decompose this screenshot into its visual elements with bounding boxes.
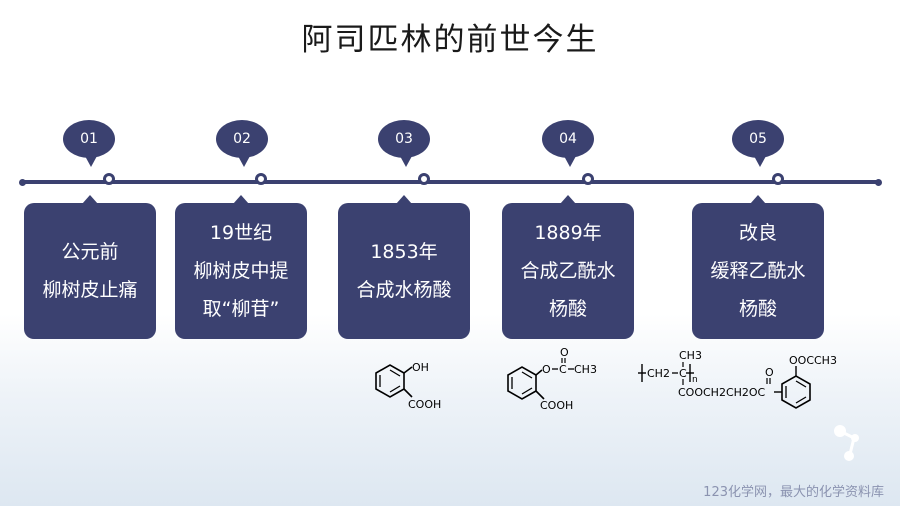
timeline-node-2 (255, 173, 267, 185)
card-line: 1889年 (534, 222, 602, 244)
methylene-label: CH2 (647, 367, 670, 380)
salicylic-acid-structure: OH COOH (375, 361, 441, 411)
card-line: 公元前 (61, 241, 119, 263)
card-line: 改良 (738, 222, 777, 244)
card-line: 柳树皮止痛 (42, 279, 138, 301)
acetoxy-label: OOCCH3 (789, 354, 837, 367)
quaternary-carbon-label: C (679, 367, 687, 380)
milestone-number-5: 05 (732, 120, 784, 167)
card-line: 缓释乙酰水 (710, 260, 806, 282)
card-line: 1853年 (370, 241, 438, 263)
timeline-node-3 (418, 173, 430, 185)
milestone-card-3: 1853年 合成水杨酸 (338, 195, 470, 339)
sustained-release-aspirin-structure: CH2 C CH3 n COOCH2CH2OC O OOCCH3 (638, 349, 837, 409)
card-line: 合成乙酰水 (520, 260, 616, 282)
ester-oxygen-label: O (542, 363, 551, 376)
footer-source-text: 123化学网，最大的化学资料库 (703, 485, 884, 500)
methyl-label: CH3 (574, 363, 597, 376)
milestone-number-3: 03 (378, 120, 430, 167)
carboxyl-label: COOH (408, 398, 441, 411)
carboxyl-label: COOH (540, 399, 573, 412)
milestone-card-1: 公元前 柳树皮止痛 (24, 195, 156, 339)
page-title: 阿司匹林的前世今生 (301, 22, 599, 58)
carbonyl-carbon-label: C (559, 363, 567, 376)
timeline-start-dot (19, 179, 26, 186)
decorative-molecule-icon (834, 425, 859, 461)
timeline-line (22, 180, 880, 184)
milestone-card-5: 改良 缓释乙酰水 杨酸 (692, 195, 824, 339)
timeline-node-1 (103, 173, 115, 185)
milestone-number-1: 01 (63, 120, 115, 167)
hydroxyl-label: OH (412, 361, 429, 374)
card-line: 柳树皮中提 (193, 260, 289, 282)
ester-chain-label: COOCH2CH2OC (678, 386, 766, 399)
milestone-number-2: 02 (216, 120, 268, 167)
milestone-card-4: 1889年 合成乙酰水 杨酸 (502, 195, 634, 339)
milestone-number-4: 04 (542, 120, 594, 167)
milestone-card-2: 19世纪 柳树皮中提 取“柳苷” (175, 195, 307, 339)
timeline-node-4 (582, 173, 594, 185)
card-line: 杨酸 (738, 298, 777, 320)
card-line: 19世纪 (209, 222, 273, 244)
polymer-methyl-label: CH3 (679, 349, 702, 362)
acetylsalicylic-acid-structure: O C O CH3 COOH (507, 346, 597, 412)
carbonyl-oxygen-label: O (560, 346, 569, 359)
repeat-unit-n: n (692, 375, 698, 385)
card-line: 取“柳苷” (202, 298, 280, 320)
timeline-node-5 (772, 173, 784, 185)
card-line: 合成水杨酸 (356, 279, 452, 301)
carbonyl-oxygen-label: O (765, 366, 774, 379)
card-line: 杨酸 (548, 298, 587, 320)
timeline-end-dot (875, 179, 882, 186)
